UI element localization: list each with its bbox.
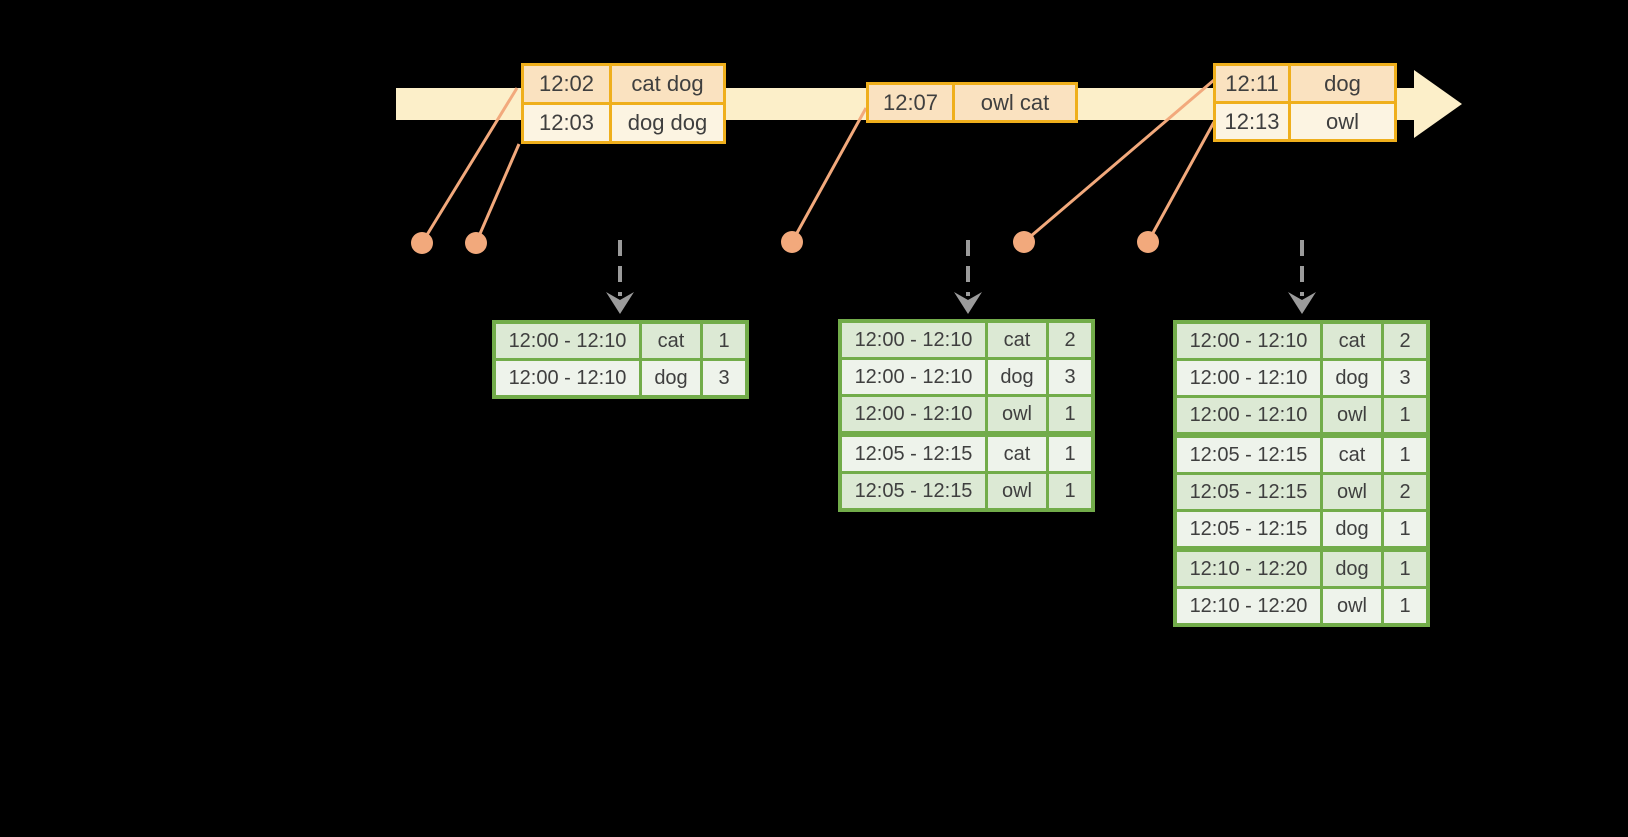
window-cell: 12:00 - 12:10 [1177, 398, 1320, 432]
event-time-cell: 12:11 [1216, 66, 1288, 101]
event-connector-line [1146, 121, 1216, 243]
event-connectors [420, 78, 1216, 244]
word-cell: owl [988, 397, 1046, 431]
event-time-dot [1013, 231, 1035, 253]
word-cell: cat [988, 437, 1046, 471]
event-words-cell: cat dog [612, 66, 723, 102]
word-cell: dog [988, 360, 1046, 394]
event-time-dots [411, 231, 1159, 254]
window-cell: 12:00 - 12:10 [842, 397, 985, 431]
window-cell: 12:00 - 12:10 [1177, 324, 1320, 358]
event-time-cell: 12:02 [524, 66, 609, 102]
window-cell: 12:05 - 12:15 [1177, 475, 1320, 509]
count-cell: 2 [1384, 324, 1426, 358]
word-cell: cat [1323, 438, 1381, 472]
window-cell: 12:00 - 12:10 [842, 323, 985, 357]
window-cell: 12:05 - 12:15 [842, 437, 985, 471]
window-cell: 12:05 - 12:15 [1177, 512, 1320, 546]
trigger-arrows [606, 240, 1316, 314]
count-cell: 1 [1384, 512, 1426, 546]
count-cell: 1 [1384, 438, 1426, 472]
word-cell: dog [1323, 552, 1381, 586]
count-cell: 3 [703, 361, 745, 395]
word-cell: cat [1323, 324, 1381, 358]
window-cell: 12:05 - 12:15 [842, 474, 985, 508]
window-cell: 12:10 - 12:20 [1177, 589, 1320, 623]
count-cell: 1 [1384, 552, 1426, 586]
count-cell: 1 [1384, 398, 1426, 432]
event-time-dot [465, 232, 487, 254]
count-cell: 2 [1384, 475, 1426, 509]
count-cell: 1 [1049, 474, 1091, 508]
event-words-cell: owl [1291, 104, 1394, 139]
count-cell: 1 [1384, 589, 1426, 623]
trigger-arrow-head-icon [606, 292, 634, 314]
event-connector-line [474, 143, 521, 244]
count-cell: 3 [1384, 361, 1426, 395]
window-cell: 12:00 - 12:10 [496, 361, 639, 395]
count-cell: 3 [1049, 360, 1091, 394]
trigger-arrow-head-icon [954, 292, 982, 314]
event-connector-line [790, 107, 868, 243]
event-connector-line [420, 87, 519, 244]
word-cell: owl [1323, 589, 1381, 623]
event-time-dot [781, 231, 803, 253]
event-time-cell: 12:07 [869, 85, 952, 120]
word-cell: owl [1323, 475, 1381, 509]
event-time-dot [1137, 231, 1159, 253]
event-time-cell: 12:13 [1216, 104, 1288, 139]
word-cell: dog [642, 361, 700, 395]
trigger-arrow-head-icon [1288, 292, 1316, 314]
event-words-cell: owl cat [955, 85, 1075, 120]
window-cell: 12:00 - 12:10 [496, 324, 639, 358]
count-cell: 2 [1049, 323, 1091, 357]
word-cell: owl [1323, 398, 1381, 432]
window-cell: 12:00 - 12:10 [1177, 361, 1320, 395]
event-words-cell: dog dog [612, 105, 723, 141]
window-cell: 12:00 - 12:10 [842, 360, 985, 394]
window-cell: 12:05 - 12:15 [1177, 438, 1320, 472]
word-cell: cat [988, 323, 1046, 357]
count-cell: 1 [1049, 397, 1091, 431]
count-cell: 1 [703, 324, 745, 358]
event-time-axis-arrowhead-icon [1414, 70, 1462, 138]
word-cell: cat [642, 324, 700, 358]
word-cell: dog [1323, 512, 1381, 546]
event-time-dot [411, 232, 433, 254]
word-cell: owl [988, 474, 1046, 508]
event-connector-line [1023, 78, 1215, 244]
word-cell: dog [1323, 361, 1381, 395]
event-words-cell: dog [1291, 66, 1394, 101]
window-cell: 12:10 - 12:20 [1177, 552, 1320, 586]
count-cell: 1 [1049, 437, 1091, 471]
event-time-cell: 12:03 [524, 105, 609, 141]
